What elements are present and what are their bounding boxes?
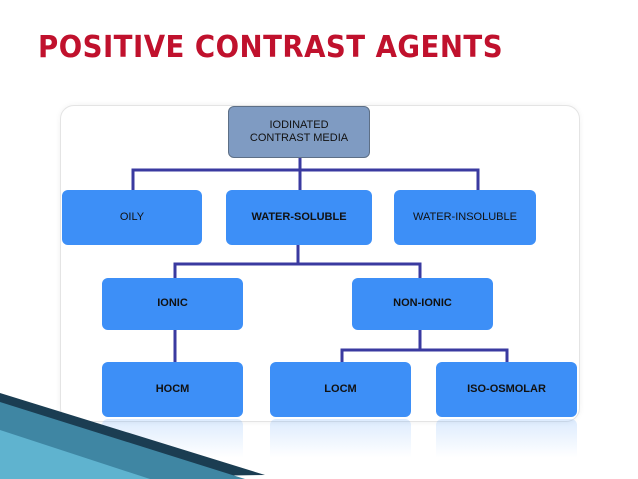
node-water-insoluble-label: WATER-INSOLUBLE xyxy=(413,210,517,223)
node-iodinated-contrast-media: IODINATED CONTRAST MEDIA xyxy=(228,106,370,158)
node-non-ionic-label: NON-IONIC xyxy=(393,297,452,310)
node-iso-osmolar-label: ISO-OSMOLAR xyxy=(467,382,546,395)
node-root-line1: IODINATED xyxy=(269,118,329,131)
node-iso-osmolar: ISO-OSMOLAR xyxy=(436,362,577,417)
slide-title: POSITIVE CONTRAST AGENTS xyxy=(38,30,504,65)
node-root-line2: CONTRAST MEDIA xyxy=(249,132,349,144)
connector-root-level1 xyxy=(131,156,480,192)
node-water-soluble-label: WATER-SOLUBLE xyxy=(251,210,347,223)
node-ionic-label: IONIC xyxy=(157,297,188,310)
node-water-insoluble: WATER-INSOLUBLE xyxy=(394,190,536,245)
node-oily: OILY xyxy=(62,190,202,245)
wedge-light-band xyxy=(0,430,150,479)
node-hocm-label: HOCM xyxy=(155,382,190,395)
node-oily-label: OILY xyxy=(119,210,145,223)
connector-watersoluble-level2 xyxy=(173,243,422,280)
node-hocm: HOCM xyxy=(102,362,243,417)
connector-nonionic-level3 xyxy=(340,328,509,364)
node-ionic: IONIC xyxy=(102,278,243,330)
node-non-ionic: NON-IONIC xyxy=(352,278,493,330)
node-water-soluble: WATER-SOLUBLE xyxy=(226,190,372,245)
node-locm-label: LOCM xyxy=(324,382,357,395)
node-locm: LOCM xyxy=(270,362,411,417)
